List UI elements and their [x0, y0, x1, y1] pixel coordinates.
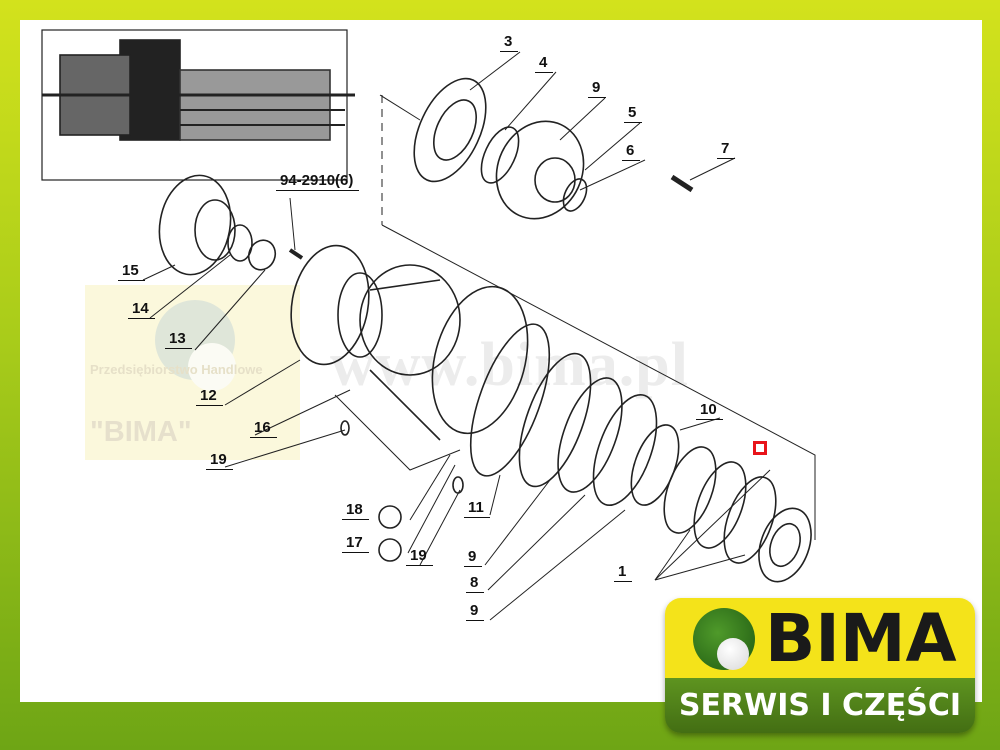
callout-19-left[interactable]: 19	[206, 452, 233, 470]
part-5-carrier	[495, 120, 585, 220]
callout-6[interactable]: 6	[622, 143, 641, 161]
callout-18[interactable]: 18	[342, 502, 369, 520]
part-12-housing	[290, 244, 383, 366]
callout-94-2910[interactable]: 94-2910(6)	[276, 173, 360, 191]
part-16-clutch-drum	[359, 264, 529, 441]
leader-lines	[142, 51, 771, 621]
callout-11[interactable]: 11	[464, 500, 490, 518]
callout-15[interactable]: 15	[118, 263, 145, 281]
callout-1[interactable]: 1	[614, 564, 633, 582]
part-7-pin	[670, 174, 694, 193]
callout-5[interactable]: 5	[624, 105, 643, 123]
callout-9-bottom[interactable]: 9	[466, 603, 485, 621]
logo-top-band: BIMA	[665, 598, 975, 678]
watermark-url: www.bima.pl	[330, 331, 689, 399]
callout-10[interactable]: 10	[696, 402, 723, 420]
callout-8[interactable]: 8	[466, 575, 485, 593]
part-13-seal	[247, 239, 277, 271]
callout-13[interactable]: 13	[165, 331, 192, 349]
callout-7[interactable]: 7	[717, 141, 736, 159]
callout-3[interactable]: 3	[500, 34, 519, 52]
watermark-company-name: "BIMA"	[90, 416, 192, 448]
transmission-overview-image	[41, 29, 355, 181]
watermark-logo-ball-icon	[188, 343, 236, 391]
part-6-seal	[562, 178, 588, 212]
part-15-drum	[158, 174, 236, 276]
part-3-plate	[413, 77, 487, 183]
part-11-piston	[469, 323, 551, 477]
part-bolt-94-2910	[288, 248, 304, 260]
callout-12[interactable]: 12	[196, 388, 223, 406]
callout-19-bottom[interactable]: 19	[406, 548, 433, 566]
callout-4[interactable]: 4	[535, 55, 554, 73]
part-4-ring	[480, 126, 520, 184]
callout-9-mid[interactable]: 9	[464, 549, 483, 567]
bima-logo: BIMA SERWIS I CZĘŚCI	[665, 598, 975, 733]
part-clutch-plates	[518, 352, 812, 583]
callout-14[interactable]: 14	[128, 301, 155, 319]
callout-16[interactable]: 16	[250, 420, 277, 438]
part-14-bearing	[227, 224, 253, 262]
logo-tagline: SERWIS I CZĘŚCI	[665, 678, 975, 733]
logo-ball-highlight-icon	[717, 638, 749, 670]
callout-17[interactable]: 17	[342, 535, 369, 553]
highlight-marker	[753, 441, 767, 455]
watermark-company-sub: Przedsiębiorstwo Handlowe	[90, 362, 263, 377]
part-18-17-buttons	[340, 420, 464, 562]
logo-name: BIMA	[765, 600, 957, 677]
callout-9-top[interactable]: 9	[588, 80, 607, 98]
